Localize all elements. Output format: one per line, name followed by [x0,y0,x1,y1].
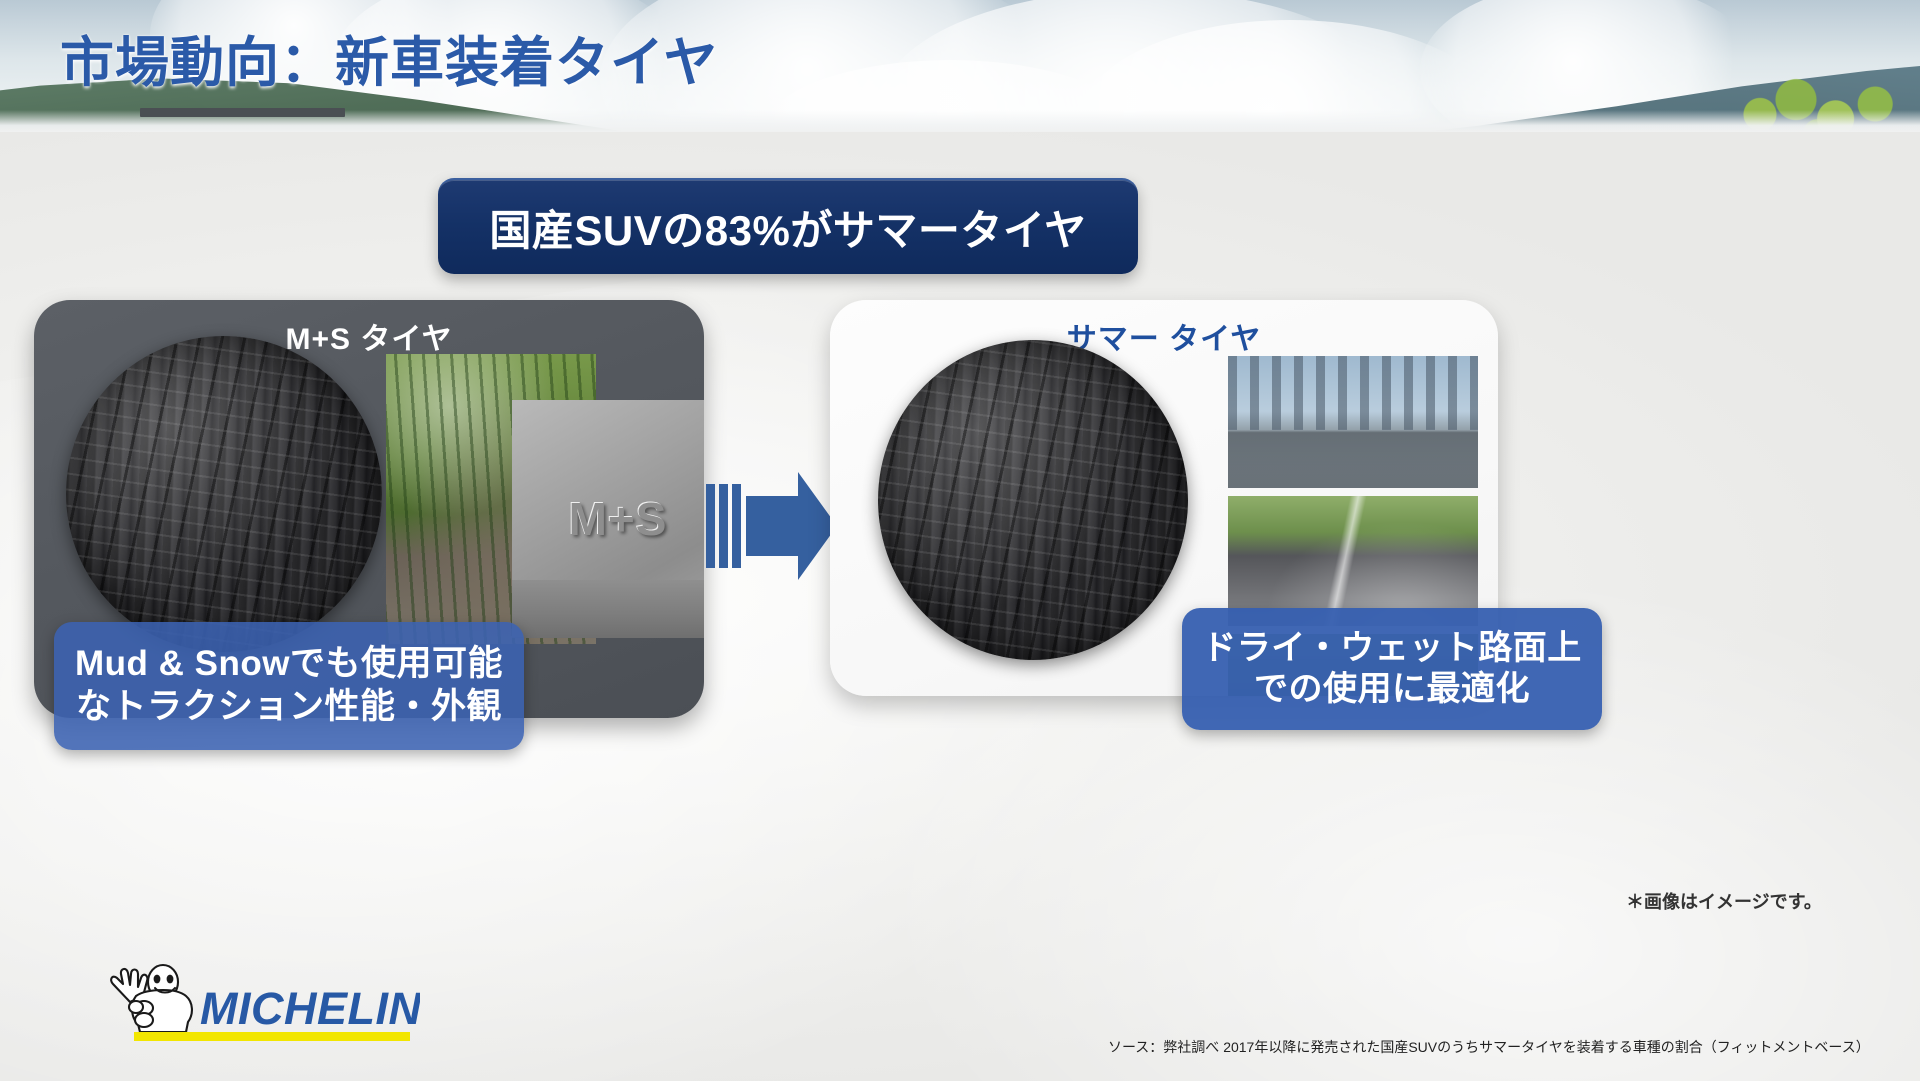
arrow-head [746,472,837,580]
ms-sidewall-marking-photo: M+S [512,400,704,638]
transition-arrow-right [706,462,838,590]
bibendum-mascot-icon [110,963,193,1034]
highway-road-photo [1228,496,1478,626]
source-footnote: ソース：弊社調べ 2017年以降に発売された国産SUVのうちサマータイヤを装着す… [1108,1039,1870,1055]
title-underline-rule [140,108,345,117]
headline-callout-box: 国産SUVの83%がサマータイヤ [438,178,1138,274]
panel-summer-tire: サマー タイヤ [830,300,1498,696]
panel-label-ms: M+S タイヤ [285,323,453,356]
header-banner [0,0,1920,132]
caption-ms-line2: なトラクション性能・外観 [75,687,502,726]
michelin-logo: MICHELIN [100,962,420,1048]
caption-summer-tire: ドライ・ウェット路面上 での使用に最適化 [1182,608,1602,730]
tire-closeup-image-ms [66,336,382,652]
caption-ms-tire-text: Mud & Snowでも使用可能 なトラクション性能・外観 [75,643,503,728]
caption-ms-tire: Mud & Snowでも使用可能 なトラクション性能・外観 [54,622,524,750]
bibendum-face [153,974,177,994]
logo-underline-bar [134,1032,410,1041]
caption-summer-line2: での使用に最適化 [1254,670,1530,708]
panel-label-summer: サマー タイヤ [1066,323,1262,356]
ms-embossed-text: M+S [568,493,668,545]
michelin-wordmark: MICHELIN [200,983,420,1034]
image-disclaimer-note: ＊画像はイメージです。 [1626,892,1822,912]
tire-closeup-image-summer [878,340,1188,660]
caption-summer-tire-text: ドライ・ウェット路面上 での使用に最適化 [1202,628,1582,711]
page-title: 市場動向：新車装着タイヤ [60,33,719,93]
headline-callout-text: 国産SUVの83%がサマータイヤ [489,206,1087,254]
caption-summer-line1: ドライ・ウェット路面上 [1202,628,1582,667]
city-skyline-photo [1228,356,1478,488]
caption-ms-line1: Mud & Snowでも使用可能 [75,644,503,684]
header-fade-overlay [0,110,1920,132]
arrow-bars [706,484,741,568]
